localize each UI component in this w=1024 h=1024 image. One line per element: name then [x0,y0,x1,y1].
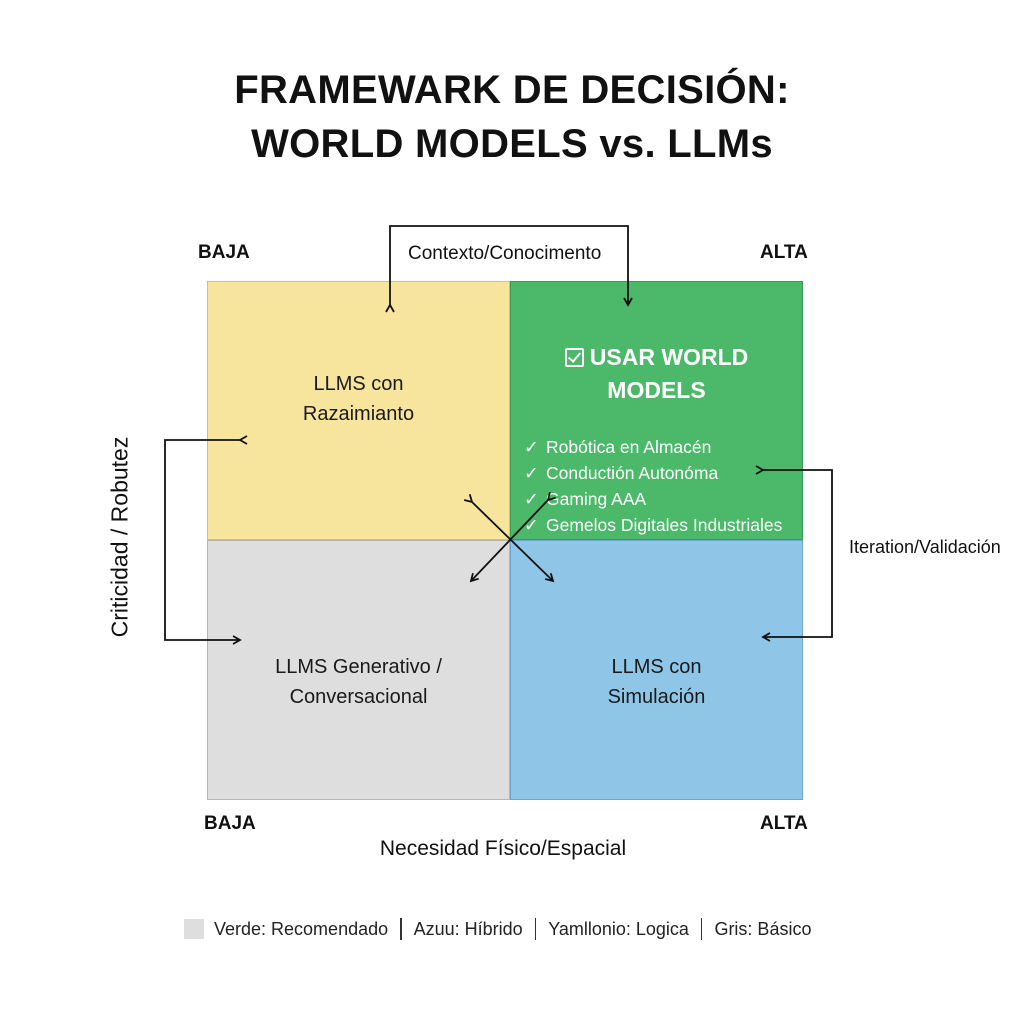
corner-label-bottom-right: ALTA [760,813,808,834]
legend-separator [700,918,703,940]
legend-separator [400,918,402,940]
recommendation-item-label: Robótica en Almacén [546,437,712,457]
legend: Verde: Recomendado Azuu: Híbrido Yamllon… [184,918,811,940]
check-icon: ✓ [524,437,539,457]
quadrant-top-right [510,281,803,540]
recommendation-item-label: Gemelos Digitales Industriales [546,515,783,535]
legend-swatch [184,919,204,939]
corner-label-top-right: ALTA [760,242,808,263]
recommendation-item-label: Gaming AAA [546,489,647,509]
check-icon: ✓ [524,463,539,483]
quadrant-bottom-left-label-2: Conversacional [289,686,428,708]
legend-separator [534,918,537,940]
title-line-1: FRAMEWARK DE DECISIÓN: [234,68,790,112]
recommendation-item: ✓ Gaming AAA [524,486,646,512]
corner-label-bottom-left: BAJA [204,813,256,834]
right-axis-label: Iteration/Validación [849,537,1001,557]
legend-item: Yamllonio: Logica [548,918,689,939]
quadrant-bottom-right [510,540,803,800]
check-icon: ✓ [524,489,539,509]
title-line-2: WORLD MODELS vs. LLMs [251,122,773,166]
corner-label-top-left: BAJA [198,242,250,263]
check-icon: ✓ [524,515,539,535]
recommendation-item-label: Conductión Autonóma [546,463,719,483]
quadrant-top-left [207,281,510,540]
recommendation-title-1: USAR WORLD [510,341,803,373]
recommendation-title-text: USAR WORLD [589,344,749,370]
recommendation-item: ✓ Gemelos Digitales Industriales [524,512,782,538]
recommendation-item: ✓ Conductión Autonóma [524,460,718,486]
quadrant-bottom-right-label-2: Simulación [607,686,706,708]
x-axis-label: Necesidad Físico/Espacial [379,837,627,860]
legend-item: Gris: Básico [714,918,812,939]
recommendation-title-2: MODELS [607,377,706,403]
quadrant-bottom-left [207,540,510,800]
top-axis-label: Contexto/Conocimento [408,243,602,264]
quadrant-top-left-label-1: LLMS con [313,373,404,395]
quadrant-top-left-label-2: Razaimianto [302,403,415,425]
legend-item: Azuu: Híbrido [413,918,523,939]
y-axis-label: Criticidad / Robutez [106,436,133,638]
quadrant-bottom-right-label-1: LLMS con [611,656,702,678]
legend-item: Verde: Recomendado [214,918,389,939]
recommendation-item: ✓ Robótica en Almacén [524,434,711,460]
checkbox-icon [564,348,584,367]
quadrant-bottom-left-label-1: LLMS Generativo / [275,656,442,678]
